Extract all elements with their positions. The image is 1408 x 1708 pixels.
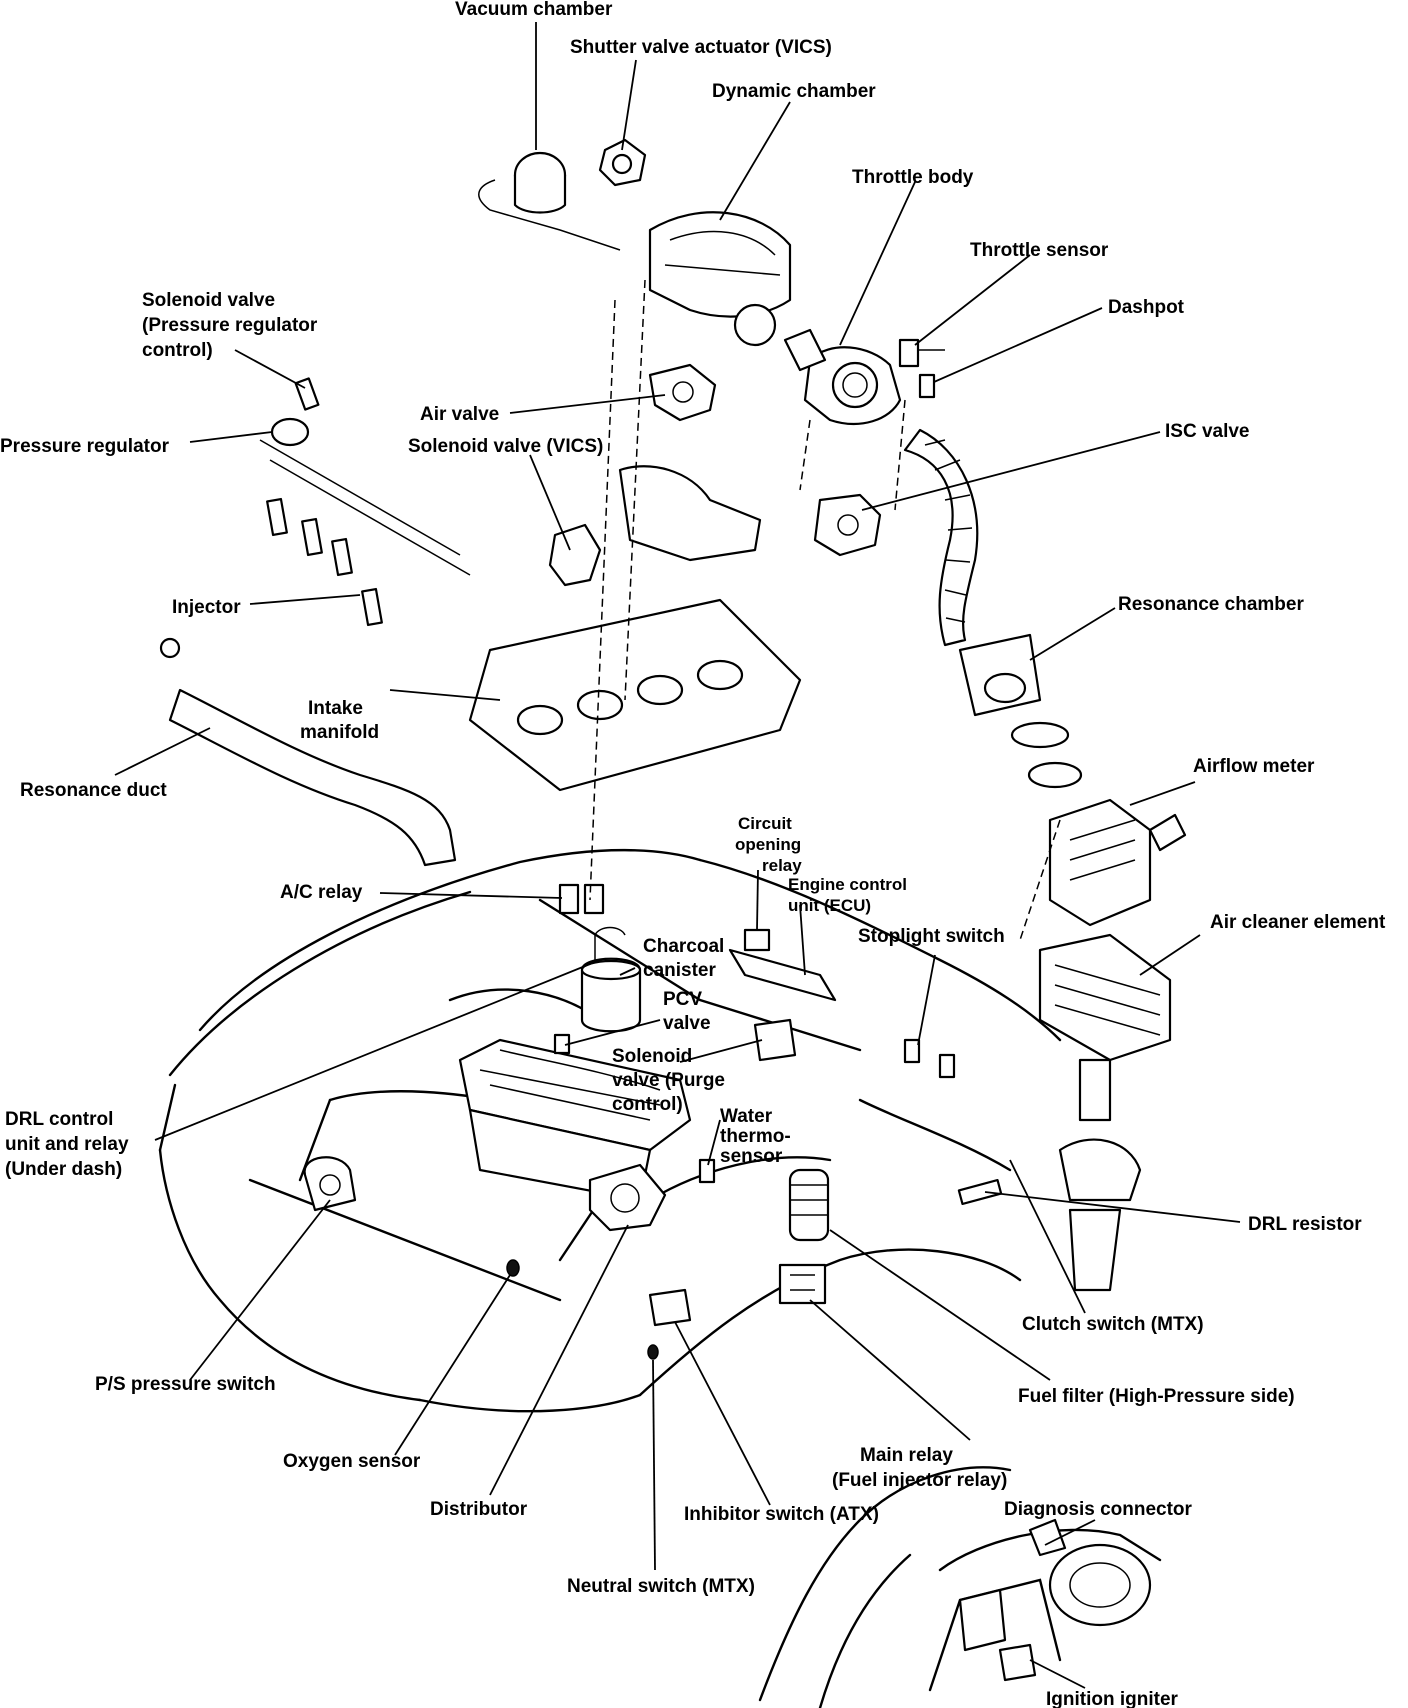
label-fuel-filter: Fuel filter (High-Pressure side) <box>1018 1386 1295 1407</box>
label-ac-relay: A/C relay <box>280 882 363 903</box>
diagnosis-inset <box>928 1518 1162 1692</box>
label-drl-resistor: DRL resistor <box>1248 1214 1362 1235</box>
label-main-relay: Main relay (Fuel injector relay) <box>832 1445 1007 1491</box>
label-ignition-igniter: Ignition igniter <box>1046 1689 1179 1708</box>
intake-manifold-part <box>468 465 802 792</box>
label-resonance-duct: Resonance duct <box>20 780 167 801</box>
neutral-switch-part <box>647 1344 659 1360</box>
dashpot-part <box>918 373 936 399</box>
label-oxygen-sensor: Oxygen sensor <box>283 1451 421 1472</box>
label-dynamic-chamber: Dynamic chamber <box>712 81 876 102</box>
label-water-thermosensor: Water thermo- sensor <box>720 1106 796 1167</box>
charcoal-canister-part <box>580 926 642 1033</box>
label-solenoid-valve-purge: Solenoid valve (Purge control) <box>612 1046 730 1115</box>
label-engine-control-unit: Engine control unit (ECU) <box>788 875 912 915</box>
label-throttle-body: Throttle body <box>852 167 974 188</box>
air-valve-part <box>648 363 717 422</box>
label-intake-manifold: Intake manifold <box>300 698 379 743</box>
oxygen-sensor-part <box>506 1259 520 1277</box>
resonance-duct-part <box>159 637 457 867</box>
label-solenoid-valve-prc: Solenoid valve (Pressure regulator contr… <box>142 290 323 361</box>
label-clutch-switch: Clutch switch (MTX) <box>1022 1314 1204 1335</box>
vehicle-body-outline <box>158 848 1062 1708</box>
label-distributor: Distributor <box>430 1499 528 1520</box>
fuel-rail-part <box>259 439 471 627</box>
label-stoplight-switch: Stoplight switch <box>858 926 1005 947</box>
label-inhibitor-switch: Inhibitor switch (ATX) <box>684 1504 879 1525</box>
label-vacuum-chamber: Vacuum chamber <box>455 0 613 20</box>
label-pcv-valve: PCV valve <box>663 989 711 1034</box>
solenoid-valve-vics-part <box>548 523 602 587</box>
label-resonance-chamber: Resonance chamber <box>1118 594 1304 615</box>
ac-relay-part <box>558 883 605 915</box>
label-drl-control-unit: DRL control unit and relay (Under dash) <box>5 1109 134 1180</box>
label-neutral-switch: Neutral switch (MTX) <box>567 1576 755 1597</box>
solenoid-valve-purge-part <box>753 1018 797 1062</box>
label-shutter-valve-actuator: Shutter valve actuator (VICS) <box>570 37 832 58</box>
label-circuit-opening-relay: Circuit opening relay <box>735 814 806 875</box>
label-diagnosis-connector: Diagnosis connector <box>1004 1499 1193 1520</box>
stoplight-switch-part <box>903 1038 956 1079</box>
resonance-chamber-part <box>958 633 1083 789</box>
label-air-cleaner-element: Air cleaner element <box>1210 912 1386 933</box>
label-ps-pressure-switch: P/S pressure switch <box>95 1374 276 1395</box>
fuel-filter-part <box>788 1168 830 1242</box>
throttle-sensor-part <box>898 338 945 368</box>
drl-resistor-part <box>957 1178 1003 1206</box>
airflow-meter-part <box>1048 798 1187 927</box>
solenoid-valve-prc-part <box>294 377 320 411</box>
throttle-body-part <box>783 328 902 425</box>
label-charcoal-canister: Charcoal canister <box>643 936 730 981</box>
pressure-regulator-part <box>270 417 310 447</box>
label-throttle-sensor: Throttle sensor <box>970 240 1109 261</box>
label-airflow-meter: Airflow meter <box>1193 756 1315 777</box>
water-thermosensor-part <box>698 1158 716 1184</box>
shutter-valve-actuator-part <box>598 138 647 187</box>
label-pressure-regulator: Pressure regulator <box>0 436 170 457</box>
label-dashpot: Dashpot <box>1108 297 1185 318</box>
isc-valve-part <box>813 493 882 557</box>
leader-lines <box>114 22 1241 1689</box>
vacuum-chamber-part <box>478 151 621 251</box>
air-intake-hose-part <box>903 428 979 647</box>
ecu-part <box>728 948 837 1002</box>
assembly-dash-lines <box>589 279 1061 941</box>
label-solenoid-valve-vics: Solenoid valve (VICS) <box>408 436 603 457</box>
ps-pressure-switch-part <box>303 1156 357 1212</box>
distributor-part <box>588 1163 667 1232</box>
circuit-opening-relay-part <box>743 928 771 952</box>
main-relay-part <box>778 1263 827 1305</box>
air-cleaner-part <box>1038 933 1172 1292</box>
label-air-valve: Air valve <box>420 404 499 425</box>
inhibitor-switch-part <box>648 1288 692 1327</box>
dynamic-chamber-part <box>648 211 792 347</box>
label-isc-valve: ISC valve <box>1165 421 1250 442</box>
label-injector: Injector <box>172 597 241 618</box>
